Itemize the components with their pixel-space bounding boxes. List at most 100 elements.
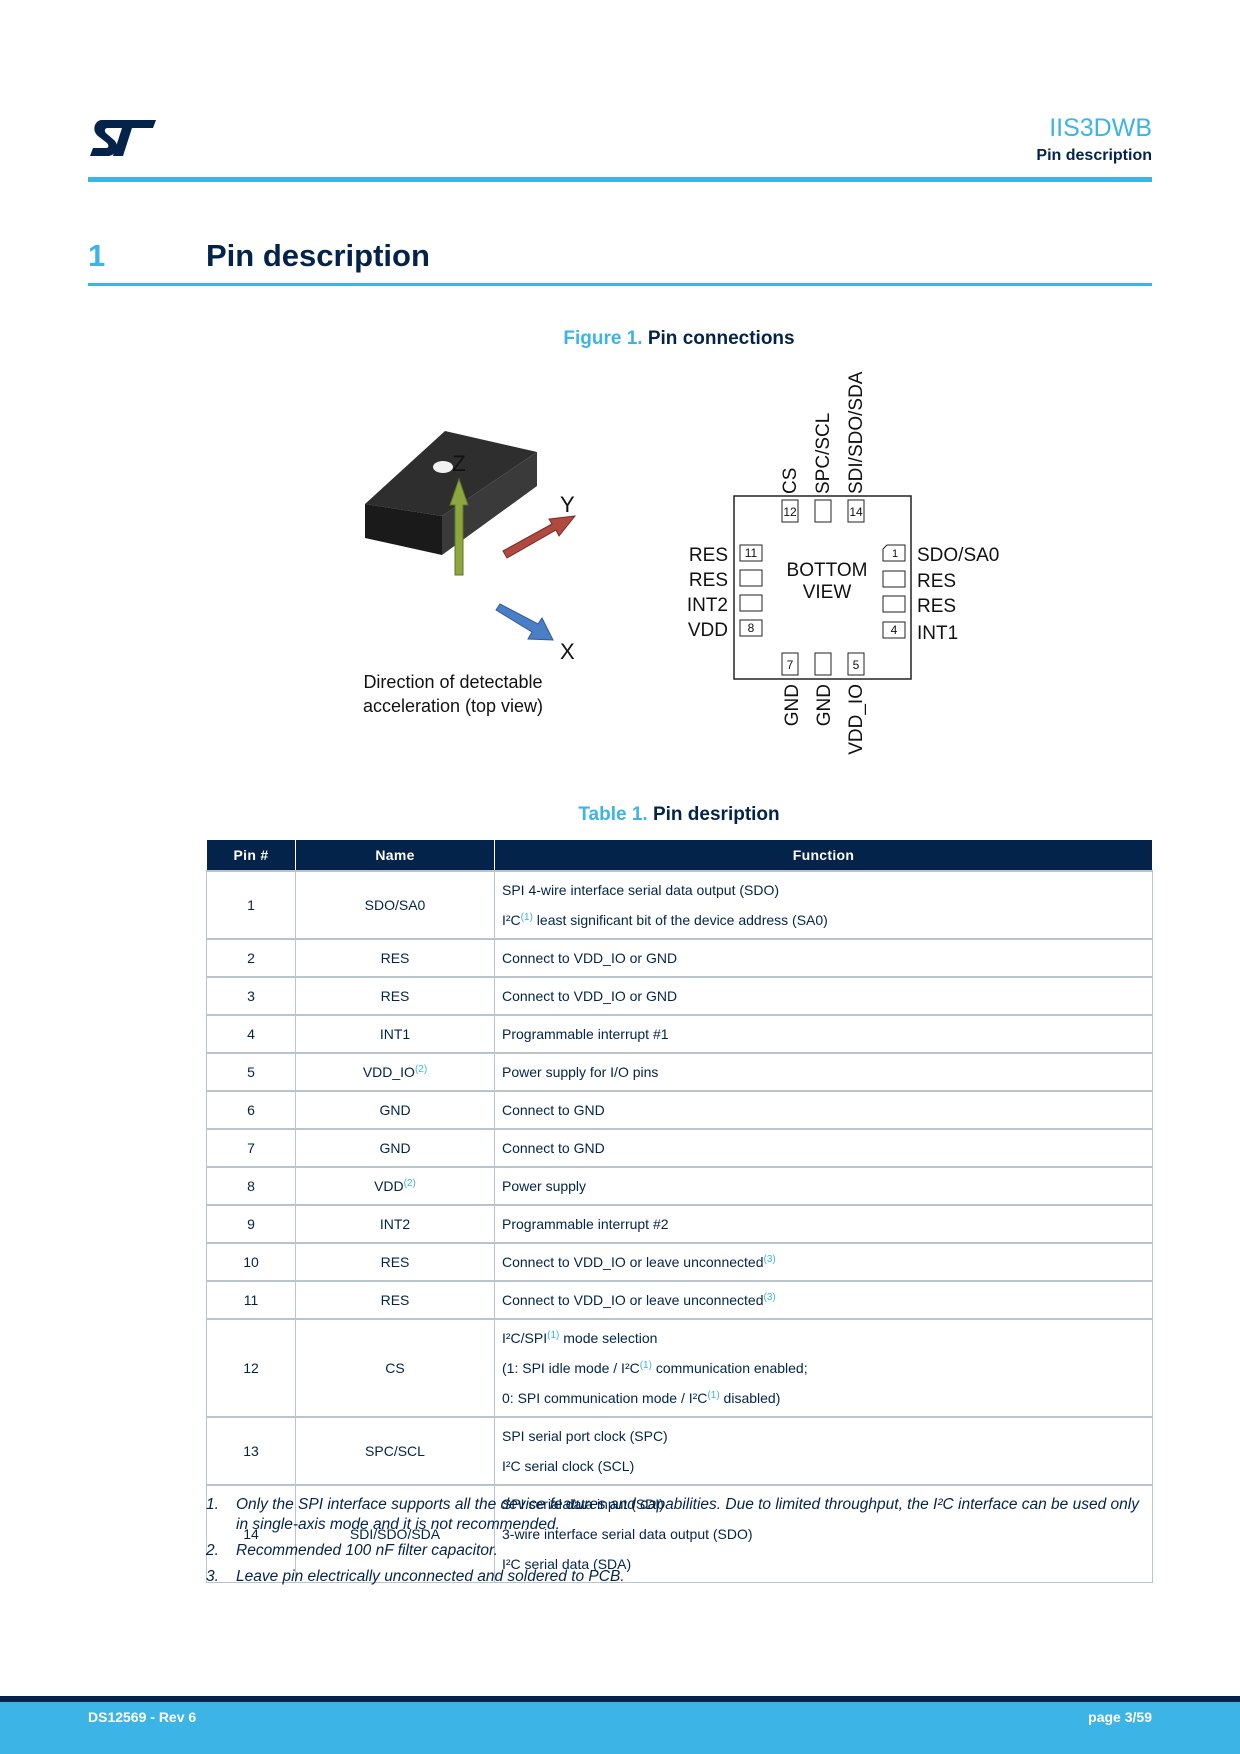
function-cell: Connect to VDD_IO or GND — [494, 976, 1153, 1016]
header-name: Name — [295, 840, 495, 872]
table-row: 1 SDO/SA0 SPI 4-wire interface serial da… — [206, 870, 1153, 940]
pin-cell: 2 — [206, 938, 296, 978]
name-cell: SDI/SDO/SDA — [295, 1484, 495, 1583]
footer-band — [0, 1696, 1240, 1754]
y-axis-label: Y — [560, 492, 575, 517]
figure-label: Figure 1. — [563, 328, 643, 349]
pad-11-number: 11 — [745, 546, 758, 560]
function-text: (1: SPI idle mode / I²C — [502, 1360, 640, 1376]
y-axis-arrow — [502, 515, 577, 559]
name-cell: RES — [295, 1242, 495, 1282]
table-label: Table 1. — [578, 804, 648, 825]
name-cell: SPC/SCL — [295, 1416, 495, 1486]
left-label-int2: INT2 — [687, 595, 728, 616]
left-label-res-11: RES — [689, 545, 728, 566]
figure-caption: Figure 1. Pin connections — [206, 328, 1152, 350]
function-line: 3-wire interface serial data output (SDO… — [502, 1526, 753, 1542]
pad-1-number: 1 — [892, 548, 898, 560]
footer-doc-id: DS12569 - Rev 6 — [88, 1709, 197, 1725]
function-line: 0: SPI communication mode / I²C(1) disab… — [502, 1383, 1145, 1413]
section-title: Pin description — [206, 238, 430, 273]
pin-cell: 6 — [206, 1090, 296, 1130]
document-subtitle: Pin description — [1036, 147, 1152, 164]
note-number: 2. — [206, 1542, 219, 1559]
name-cell: VDD(2) — [295, 1166, 495, 1206]
function-cell: SPI 4-wire interface serial data output … — [494, 870, 1153, 940]
pad-5-number: 5 — [853, 658, 860, 672]
pad-7-number: 7 — [787, 658, 794, 672]
table-caption: Table 1. Pin desription — [206, 804, 1152, 826]
bottom-label-gnd-7: GND — [782, 684, 803, 726]
function-line: Connect to GND — [502, 1140, 605, 1156]
pin-cell: 12 — [206, 1318, 296, 1418]
pin-cell: 14 — [206, 1484, 296, 1583]
pad-4 — [882, 621, 906, 639]
name-cell: INT2 — [295, 1204, 495, 1244]
name-cell: GND — [295, 1128, 495, 1168]
pad-5 — [847, 652, 865, 676]
function-cell: I²C/SPI(1) mode selection (1: SPI idle m… — [494, 1318, 1153, 1418]
footnote-ref: (3) — [763, 1254, 776, 1265]
function-line: Connect to VDD_IO or GND — [502, 988, 678, 1004]
bottom-label-vdd-io: VDD_IO — [846, 684, 867, 755]
pin-cell: 11 — [206, 1280, 296, 1320]
function-text: I²C — [502, 912, 521, 928]
right-label-sdo-sa0: SDO/SA0 — [917, 545, 999, 566]
pin-connections-figure: Z Y X Direction of detectable accelerati… — [363, 371, 999, 755]
function-text: disabled) — [719, 1390, 781, 1406]
package-illustration — [365, 431, 537, 555]
document-title: IIS3DWB — [1049, 114, 1152, 142]
pad-1 — [882, 544, 906, 562]
left-label-vdd: VDD — [688, 620, 728, 641]
st-logo — [90, 120, 156, 156]
function-line: SPI serial port clock (SPC) — [502, 1428, 668, 1444]
pad-13 — [814, 499, 832, 523]
pad-11 — [739, 544, 763, 562]
bottom-view-line2: VIEW — [803, 582, 852, 603]
table-row: 7 GND Connect to GND — [206, 1128, 1153, 1168]
header-function: Function — [494, 840, 1153, 872]
function-line: SPI serial data input (SDI) — [502, 1496, 664, 1512]
note-item: 1.Only the SPI interface supports all th… — [206, 1495, 1152, 1535]
function-cell: Programmable interrupt #2 — [494, 1204, 1153, 1244]
footnote-ref: (3) — [763, 1292, 776, 1303]
function-cell: SPI serial port clock (SPC) I²C serial c… — [494, 1416, 1153, 1486]
name-cell: SDO/SA0 — [295, 870, 495, 940]
table-header-row: Pin # Name Function — [206, 840, 1153, 872]
pad-8 — [739, 619, 763, 637]
pad-2 — [882, 570, 906, 588]
z-axis-label: Z — [452, 451, 465, 476]
function-line: Connect to VDD_IO or leave unconnected(3… — [502, 1247, 1145, 1277]
pad-14 — [847, 499, 865, 523]
bottom-label-gnd-6: GND — [814, 684, 835, 726]
section-number: 1 — [88, 238, 106, 273]
pin-cell: 10 — [206, 1242, 296, 1282]
function-line: I²C/SPI(1) mode selection — [502, 1323, 1145, 1353]
function-line: Programmable interrupt #2 — [502, 1216, 669, 1232]
function-line: Connect to GND — [502, 1102, 605, 1118]
function-text: Connect to VDD_IO or leave unconnected — [502, 1254, 764, 1270]
axes-caption-line1: Direction of detectable — [363, 672, 542, 692]
pin-cell: 5 — [206, 1052, 296, 1092]
name-cell: GND — [295, 1090, 495, 1130]
function-cell: Power supply for I/O pins — [494, 1052, 1153, 1092]
pad-12 — [781, 499, 799, 523]
table-row: 14 SDI/SDO/SDA SPI serial data input (SD… — [206, 1484, 1153, 1583]
function-line: SPI 4-wire interface serial data output … — [502, 882, 780, 898]
function-cell: Connect to VDD_IO or GND — [494, 938, 1153, 978]
name-cell: CS — [295, 1318, 495, 1418]
function-line: Connect to VDD_IO or GND — [502, 950, 678, 966]
right-label-int1: INT1 — [917, 623, 958, 644]
pin-cell: 8 — [206, 1166, 296, 1206]
pin-cell: 1 — [206, 870, 296, 940]
function-text: communication enabled; — [651, 1360, 808, 1376]
footnote-ref: (1) — [639, 1360, 652, 1371]
axes-caption-line2: acceleration (top view) — [363, 696, 543, 716]
pad-10 — [739, 569, 763, 587]
pad-6 — [814, 652, 832, 676]
table-row: 10 RES Connect to VDD_IO or leave unconn… — [206, 1242, 1153, 1282]
header-rule — [88, 177, 1152, 182]
note-text: Only the SPI interface supports all the … — [236, 1496, 1139, 1533]
pad-12-number: 12 — [783, 505, 797, 519]
function-cell: Connect to GND — [494, 1128, 1153, 1168]
